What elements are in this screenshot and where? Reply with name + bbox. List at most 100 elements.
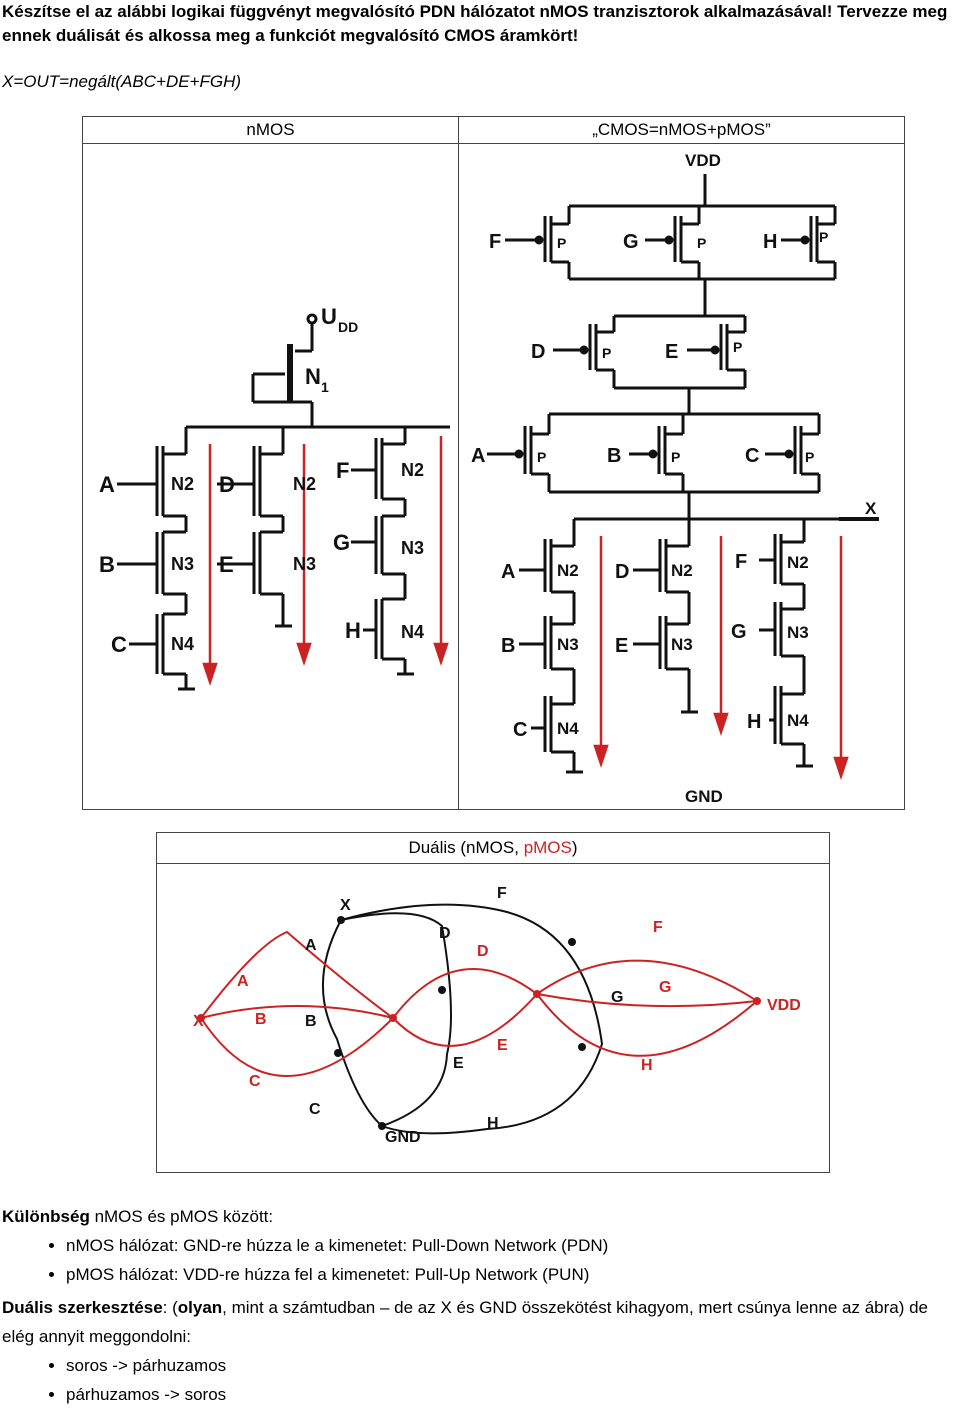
n-gate-d: D (615, 561, 629, 583)
p-label: P (557, 235, 566, 251)
gate-b: B (99, 552, 115, 577)
dual-red-e: E (497, 1037, 508, 1054)
n2-label: N2 (787, 553, 809, 572)
list-item: pMOS hálózat: VDD-re húzza fel a kimenet… (66, 1260, 960, 1289)
dual-graph-diagram: X A B C D E F G H GND X A B C D (193, 885, 801, 1146)
dual-construction-paragraph: Duális szerkesztése: (olyan, mint a szám… (2, 1293, 960, 1351)
difference-list: nMOS hálózat: GND-re húzza le a kimenete… (2, 1231, 960, 1289)
n2-label: N2 (293, 474, 316, 494)
gate-g: G (333, 530, 350, 555)
dual-graph-title: Duális (nMOS, pMOS) (156, 832, 830, 864)
dual-construction-bold: Duális szerkesztése (2, 1298, 163, 1317)
dual-red-f: F (653, 919, 663, 936)
nmos-circuit-cell: U DD N 1 A B C D E F G H N2 N3 N4 N2 N3 (82, 143, 459, 810)
n3-label: N3 (557, 635, 579, 654)
dual-black-d: D (439, 925, 451, 942)
n2-label: N2 (171, 474, 194, 494)
n-gate-h: H (747, 711, 761, 733)
n-gate-g: G (731, 621, 747, 643)
n2-label: N2 (401, 460, 424, 480)
dual-red-d: D (477, 943, 489, 960)
difference-rest: nMOS és pMOS között: (89, 1207, 274, 1226)
cmos-circuit-cell: VDD GND X F G H D E A B C P P P P P P (458, 143, 905, 810)
dual-red-vdd: VDD (767, 997, 801, 1014)
task-line-2: ennek duálisát és alkossa meg a funkciót… (2, 25, 579, 45)
p-gate-e: E (665, 341, 678, 363)
n-gate-f: F (735, 551, 747, 573)
nmos-load-label: N (305, 364, 321, 389)
p-gate-b: B (607, 445, 621, 467)
n3-label: N3 (401, 538, 424, 558)
dual-black-g: G (611, 989, 623, 1006)
task-statement: Készítse el az alábbi logikai függvényt … (2, 0, 958, 47)
gate-c: C (111, 632, 127, 657)
gate-f: F (336, 458, 349, 483)
p-label: P (697, 235, 706, 251)
dual-title-suffix: ) (571, 838, 578, 857)
n3-label: N3 (293, 554, 316, 574)
list-item: nMOS hálózat: GND-re húzza le a kimenete… (66, 1231, 960, 1260)
list-item: soros -> párhuzamos (66, 1351, 960, 1380)
dual-red-a: A (237, 973, 249, 990)
p-gate-h: H (763, 231, 777, 253)
difference-bold: Különbség (2, 1207, 90, 1226)
p-gate-f: F (489, 231, 501, 253)
dual-construction-olyan: olyan (177, 1298, 223, 1317)
n4-label: N4 (787, 711, 809, 730)
p-label: P (537, 449, 546, 465)
p-label: P (805, 449, 814, 465)
nmos-supply-label: U (321, 304, 337, 329)
comparison-table: nMOS „CMOS=nMOS+pMOS” (82, 116, 905, 810)
p-label: P (602, 345, 611, 361)
dual-construction-colon: : ( (162, 1298, 178, 1317)
nmos-load-sub: 1 (321, 379, 329, 395)
n-gate-c: C (513, 719, 527, 741)
gate-a: A (99, 472, 115, 497)
p-label: P (819, 229, 828, 245)
dual-red-c: C (249, 1073, 261, 1090)
n-gate-a: A (501, 561, 515, 583)
dual-black-x: X (340, 897, 351, 914)
dual-graph-cell: X A B C D E F G H GND X A B C D (156, 863, 830, 1173)
dual-construction-rest: , mint a számtudban – de az X és GND öss… (2, 1298, 929, 1346)
n3-label: N3 (171, 554, 194, 574)
cmos-circuit-diagram: VDD GND X F G H D E A B C P P P P P P (471, 151, 879, 806)
output-x-label: X (865, 499, 877, 518)
dual-black-gnd: GND (385, 1129, 421, 1146)
n3-label: N3 (787, 623, 809, 642)
p-gate-g: G (623, 231, 639, 253)
dual-red-b: B (255, 1011, 267, 1028)
dual-red-x: X (193, 1013, 204, 1030)
n2-label: N2 (557, 561, 579, 580)
p-gate-c: C (745, 445, 759, 467)
n4-label: N4 (401, 622, 424, 642)
nmos-supply-sub: DD (338, 319, 358, 335)
notes-section: Különbség nMOS és pMOS között: nMOS háló… (2, 1202, 960, 1409)
cmos-column-header: „CMOS=nMOS+pMOS” (458, 116, 905, 144)
dual-black-h: H (487, 1115, 499, 1132)
dual-red-h: H (641, 1057, 653, 1074)
n2-label: N2 (671, 561, 693, 580)
n3-label: N3 (671, 635, 693, 654)
gate-h: H (345, 618, 361, 643)
formula: X=OUT=negált(ABC+DE+FGH) (2, 72, 242, 91)
gnd-label: GND (685, 787, 723, 804)
dual-black-e: E (453, 1055, 464, 1072)
dual-graph-table: Duális (nMOS, pMOS) (156, 832, 830, 1173)
gate-e: E (219, 552, 234, 577)
dual-red-g: G (659, 979, 671, 996)
dual-title-prefix: Duális (nMOS, (408, 838, 524, 857)
p-label: P (671, 449, 680, 465)
dual-black-f: F (497, 885, 507, 902)
p-gate-d: D (531, 341, 545, 363)
n-gate-e: E (615, 635, 628, 657)
n4-label: N4 (171, 634, 194, 654)
dual-black-b: B (305, 1013, 317, 1030)
p-gate-a: A (471, 445, 485, 467)
nmos-column-header: nMOS (82, 116, 459, 144)
gate-d: D (219, 472, 235, 497)
vdd-label: VDD (685, 151, 721, 170)
dual-black-a: A (305, 937, 317, 954)
p-label: P (733, 339, 742, 355)
dual-black-c: C (309, 1101, 321, 1118)
